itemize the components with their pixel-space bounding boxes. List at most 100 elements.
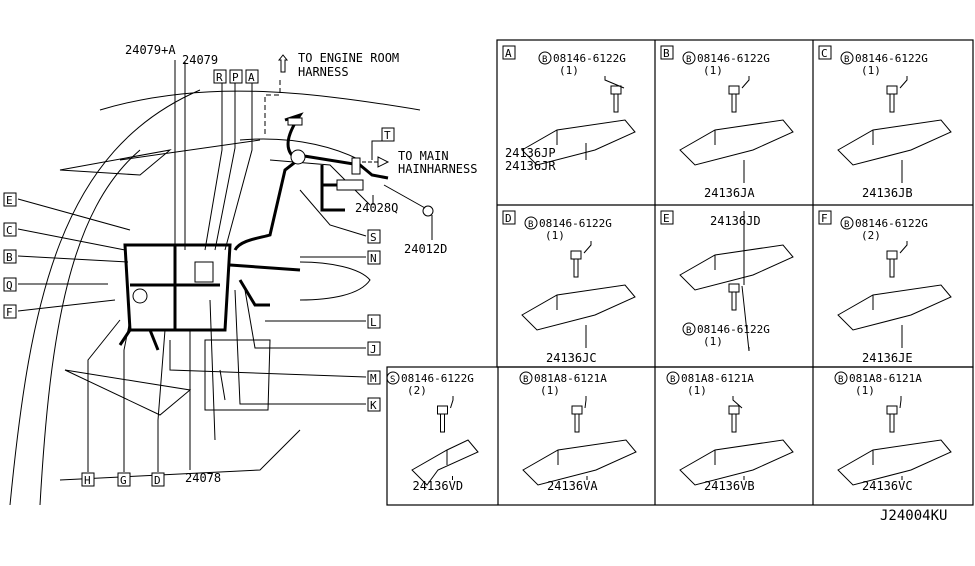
bracket-part-number: 24136JA <box>704 186 755 200</box>
callout-r: R <box>213 69 227 84</box>
bolt-mark-icon <box>840 51 854 65</box>
callout-letter: Q <box>6 279 13 292</box>
bolt-quantity: (1) <box>861 64 881 77</box>
bolt-mark: B <box>844 55 849 65</box>
bolt-quantity: (2) <box>861 229 881 242</box>
panel-letter: F <box>821 212 828 225</box>
bolt-part-number: 08146-6122G <box>697 323 770 336</box>
callout-b: B <box>3 249 17 264</box>
callout-c: C <box>3 222 17 237</box>
part-number-24028q: 24028Q <box>355 201 398 215</box>
bolt-part-number: 08146-6122G <box>855 52 928 65</box>
bracket-drawing <box>837 119 952 166</box>
bolt-part-number: 08146-6122G <box>697 52 770 65</box>
leader-line <box>899 76 908 89</box>
callout-letter: N <box>370 252 377 265</box>
note-engine-room-line2: HARNESS <box>298 65 349 79</box>
callout-s: S <box>367 229 381 244</box>
bolt-mark-icon <box>682 322 696 336</box>
bolt-icon <box>728 85 740 113</box>
leader-line <box>899 396 902 409</box>
callout-p: P <box>229 69 243 84</box>
bolt-mark-icon <box>834 371 848 385</box>
bolt-mark: B <box>686 55 691 65</box>
bolt-quantity: (1) <box>559 64 579 77</box>
callout-letter: K <box>370 399 377 412</box>
bracket-part-number: 24136JC <box>546 351 597 365</box>
bolt-icon <box>610 85 622 113</box>
panel-letter: A <box>505 47 512 60</box>
bracket-drawing <box>837 439 952 486</box>
callout-letter: H <box>84 474 91 487</box>
bolt-mark: B <box>670 375 675 385</box>
bracket-drawing <box>522 439 637 486</box>
bracket-drawing <box>521 119 636 166</box>
bolt-quantity: (1) <box>703 64 723 77</box>
bolt-mark-icon <box>519 371 533 385</box>
bolt-mark-icon <box>386 371 400 385</box>
callout-k: K <box>367 397 381 412</box>
callout-d: D <box>151 472 165 487</box>
callout-letter: A <box>248 71 255 84</box>
bracket-part-number: 24136JP <box>505 146 556 160</box>
panel-letter: D <box>505 212 512 225</box>
bolt-mark-icon <box>524 216 538 230</box>
bracket-drawing <box>679 439 794 486</box>
bolt-icon <box>728 405 740 433</box>
bracket-part-number: 24136VD <box>413 479 464 493</box>
bolt-mark: B <box>838 375 843 385</box>
panel-24136jc: D B 08146-6122G(1) 24136JC <box>502 210 636 365</box>
leader-line <box>732 396 743 409</box>
bolt-icon <box>570 250 582 278</box>
note-main-harness-line2: HAINHARNESS <box>398 162 477 176</box>
part-number-24079: 24079 <box>182 53 218 67</box>
callout-letter: M <box>370 372 377 385</box>
bolt-mark: B <box>528 220 533 230</box>
bolt-icon <box>728 283 740 311</box>
callout-h: H <box>81 472 95 487</box>
bolt-mark: B <box>686 326 691 336</box>
leader-line <box>584 396 587 409</box>
detail-grid <box>386 39 974 506</box>
panel-letter: E <box>663 212 670 225</box>
callout-letter: T <box>384 129 391 142</box>
callout-letter: J <box>370 343 377 356</box>
note-main-harness-line1: TO MAIN <box>398 149 449 163</box>
bolt-part-number: 08146-6122G <box>539 217 612 230</box>
leader-line <box>450 396 454 409</box>
callout-n: N <box>367 250 381 265</box>
leader-line <box>583 241 592 254</box>
bolt-mark: B <box>542 55 547 65</box>
bolt-quantity: (1) <box>855 384 875 397</box>
part-number-24012d: 24012D <box>404 242 447 256</box>
vehicle-outline <box>9 89 421 506</box>
bolt-part-number: 08146-6122G <box>553 52 626 65</box>
callout-g: G <box>117 472 131 487</box>
bolt-mark-icon <box>682 51 696 65</box>
callout-m: M <box>367 370 381 385</box>
callout-j: J <box>367 341 381 356</box>
bolt-icon <box>886 85 898 113</box>
bolt-icon <box>437 405 448 433</box>
part-number-24079-a: 24079+A <box>125 43 176 57</box>
bolt-mark-icon <box>666 371 680 385</box>
bolt-mark: B <box>844 220 849 230</box>
callout-letter: S <box>370 231 377 244</box>
diagram-code: J24004KU <box>880 508 947 524</box>
callout-letter: D <box>154 474 161 487</box>
leader-line <box>741 285 750 352</box>
bolt-part-number: 081A8-6121A <box>849 372 922 385</box>
bolt-part-number: 08146-6122G <box>855 217 928 230</box>
wiring-harness <box>118 112 434 351</box>
bolt-quantity: (1) <box>545 229 565 242</box>
bolt-mark: B <box>523 375 528 385</box>
bracket-drawing <box>837 284 952 331</box>
bolt-quantity: (2) <box>407 384 427 397</box>
bolt-mark-icon <box>538 51 552 65</box>
